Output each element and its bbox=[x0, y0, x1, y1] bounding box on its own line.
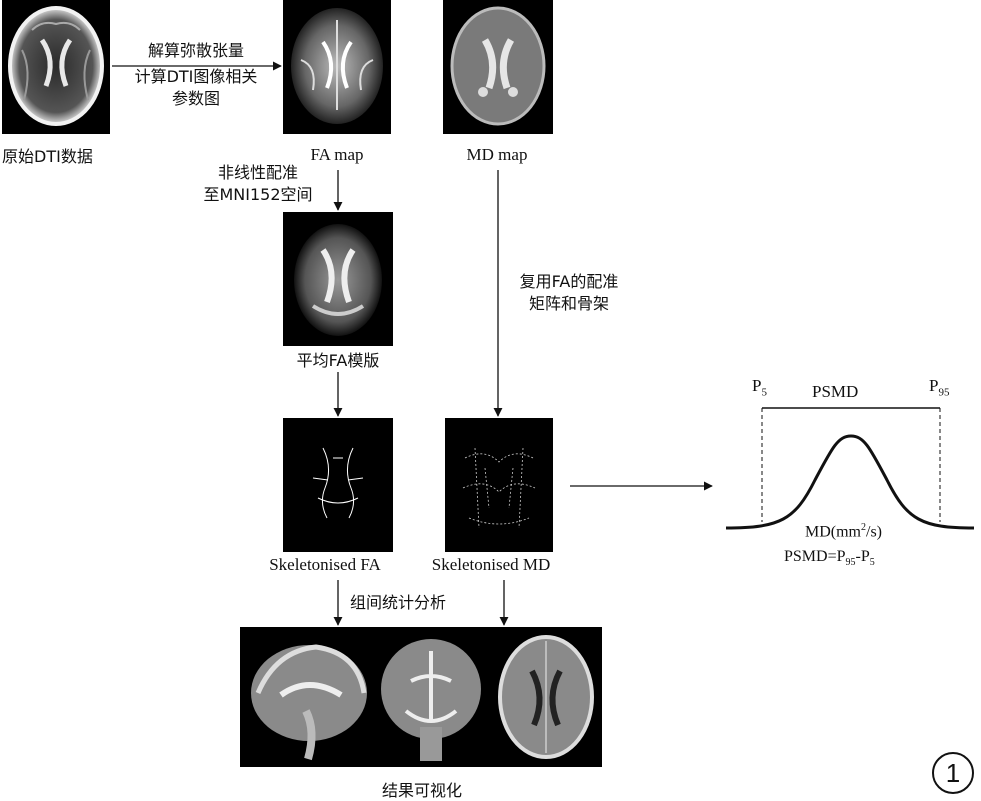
md-map-label: MD map bbox=[466, 145, 528, 164]
reuse-step-line2: 矩阵和骨架 bbox=[528, 294, 609, 313]
skeletonised-md-image bbox=[445, 418, 553, 552]
p95-subscript: 95 bbox=[938, 386, 950, 399]
tensor-step-line2: 计算DTI图像相关 bbox=[134, 67, 258, 86]
skeletonised-fa-image bbox=[283, 418, 393, 552]
p5-letter: P bbox=[752, 376, 762, 395]
psmd-title: PSMD bbox=[812, 382, 859, 401]
figure-number: 1 bbox=[932, 752, 974, 794]
sagittal-view bbox=[246, 631, 372, 763]
fa-map-image bbox=[283, 0, 391, 134]
skeletonised-fa-label: Skeletonised FA bbox=[269, 555, 381, 574]
registration-step-text: 非线性配准 至MNI152空间 bbox=[198, 162, 318, 206]
raw-dti-label: 原始DTI数据 bbox=[2, 147, 93, 166]
registration-step-line1: 非线性配准 bbox=[217, 163, 298, 182]
md-axis-pre: MD(mm bbox=[805, 523, 861, 541]
registration-step-line2: 至MNI152空间 bbox=[203, 185, 313, 204]
mean-fa-template-image bbox=[283, 212, 393, 346]
coronal-view bbox=[376, 631, 486, 763]
results-label: 结果可视化 bbox=[381, 781, 463, 800]
formula-sub-5: 5 bbox=[869, 557, 875, 569]
axial-view bbox=[494, 631, 598, 763]
tensor-step-line1: 解算弥散张量 bbox=[147, 41, 244, 60]
skeletonised-md-label: Skeletonised MD bbox=[431, 555, 551, 574]
group-analysis-text: 组间统计分析 bbox=[350, 593, 447, 612]
p5-label: P5 bbox=[752, 376, 767, 398]
md-axis-post: /s) bbox=[866, 523, 882, 541]
results-visualization-image bbox=[240, 627, 602, 767]
md-axis-sup: 2 bbox=[861, 522, 866, 533]
md-axis-label: MD(mm2/s) bbox=[805, 522, 882, 541]
formula-sub-95: 95 bbox=[845, 557, 856, 569]
reuse-step-line1: 复用FA的配准 bbox=[519, 272, 619, 291]
fa-map-label: FA map bbox=[310, 145, 364, 164]
psmd-formula: PSMD=P95-P5 bbox=[784, 548, 875, 568]
psmd-diagram: P5 PSMD P95 MD(mm2/s) PSMD=P95-P5 bbox=[720, 370, 980, 570]
distribution-curve bbox=[725, 434, 975, 530]
p95-letter: P bbox=[929, 376, 939, 395]
raw-dti-image bbox=[2, 0, 110, 134]
formula-part-b: -P bbox=[855, 548, 870, 565]
mean-fa-label: 平均FA模版 bbox=[296, 351, 380, 370]
p5-subscript: 5 bbox=[761, 386, 767, 399]
formula-part-a: PSMD=P bbox=[784, 548, 846, 565]
tensor-step-text: 解算弥散张量 计算DTI图像相关 参数图 bbox=[116, 40, 276, 110]
md-map-image bbox=[443, 0, 553, 134]
tensor-step-line3: 参数图 bbox=[171, 89, 220, 108]
reuse-step-text: 复用FA的配准 矩阵和骨架 bbox=[504, 271, 634, 315]
p95-label: P95 bbox=[929, 376, 949, 398]
